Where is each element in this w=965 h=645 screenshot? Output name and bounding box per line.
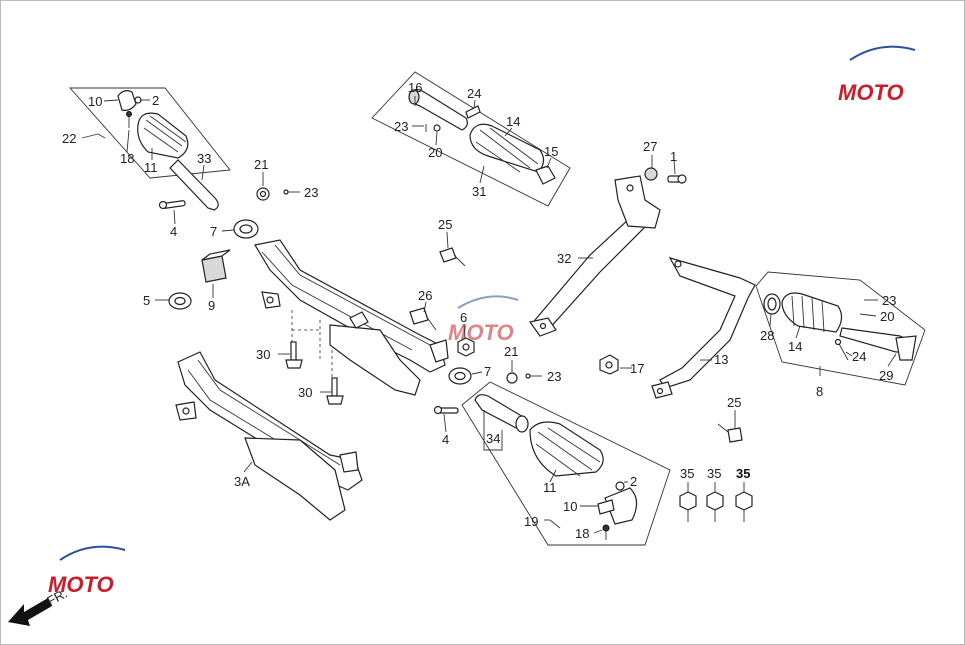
footpeg-rubber-11b bbox=[529, 421, 604, 477]
label-part-11b: 11 bbox=[543, 480, 557, 495]
label-part-2a: 2 bbox=[152, 93, 159, 108]
footpeg-rubber-14b bbox=[781, 292, 843, 333]
label-part-34: 34 bbox=[486, 431, 500, 446]
label-part-20b: 20 bbox=[880, 309, 894, 324]
footpeg-bar-16 bbox=[408, 88, 468, 131]
nut-6 bbox=[457, 337, 475, 357]
washer-20a bbox=[433, 124, 441, 132]
label-part-20a: 20 bbox=[428, 145, 442, 160]
group-box-22 bbox=[68, 87, 231, 179]
label-part-25b: 25 bbox=[727, 395, 741, 410]
label-part-7b: 7 bbox=[484, 364, 491, 379]
label-part-22: 22 bbox=[62, 131, 76, 146]
footpeg-bar-33 bbox=[169, 159, 219, 211]
pin-1 bbox=[667, 174, 687, 184]
label-part-9: 9 bbox=[208, 298, 215, 313]
label-part-15: 15 bbox=[544, 144, 558, 159]
svg-text:MOTO: MOTO bbox=[838, 80, 904, 105]
rubber-block-9 bbox=[201, 249, 231, 283]
label-part-32: 32 bbox=[557, 251, 571, 266]
label-part-7a: 7 bbox=[210, 224, 217, 239]
washer-20b bbox=[859, 313, 877, 317]
watermark-logo-center: MOTO bbox=[448, 295, 519, 345]
label-part-2b: 2 bbox=[630, 474, 637, 489]
label-part-3a: 3A bbox=[234, 474, 250, 489]
label-part-10a: 10 bbox=[88, 94, 102, 109]
label-part-35a: 35 bbox=[680, 466, 694, 481]
label-part-29: 29 bbox=[879, 368, 893, 383]
svg-text:MOTO: MOTO bbox=[48, 572, 114, 597]
label-part-13: 13 bbox=[714, 352, 728, 367]
nut-17 bbox=[599, 354, 619, 375]
label-part-27: 27 bbox=[643, 139, 657, 154]
label-part-6: 6 bbox=[460, 310, 467, 325]
label-part-8: 8 bbox=[816, 384, 823, 399]
label-part-18b: 18 bbox=[575, 526, 589, 541]
label-part-16: 16 bbox=[408, 80, 422, 95]
label-part-23b: 23 bbox=[394, 119, 408, 134]
label-part-10b: 10 bbox=[563, 499, 577, 514]
label-part-24b: 24 bbox=[852, 349, 866, 364]
group-box-19 bbox=[461, 381, 671, 546]
footpeg-rubber-14a bbox=[469, 123, 545, 173]
pin-4b bbox=[433, 405, 459, 415]
label-part-17: 17 bbox=[630, 361, 644, 376]
footpeg-rubber-11a bbox=[137, 112, 189, 159]
footpeg-bracket-10b bbox=[597, 487, 638, 525]
label-part-31: 31 bbox=[472, 184, 486, 199]
pin-4a bbox=[158, 200, 186, 210]
label-part-23c: 23 bbox=[547, 369, 561, 384]
footrest-bracket-3a bbox=[175, 351, 363, 521]
label-part-21b: 21 bbox=[504, 344, 518, 359]
clip-15 bbox=[535, 165, 556, 185]
bolt-30b bbox=[326, 377, 344, 405]
label-part-5: 5 bbox=[143, 293, 150, 308]
footpeg-bar-34 bbox=[474, 394, 529, 433]
watermark-logo-top-right: MOTO bbox=[838, 45, 916, 105]
label-part-28: 28 bbox=[760, 328, 774, 343]
bolt-18a bbox=[126, 111, 132, 128]
label-part-35b: 35 bbox=[707, 466, 721, 481]
bolt-25a bbox=[439, 247, 466, 267]
watermark-logo-bottom-left: MOTO bbox=[48, 545, 126, 597]
label-part-21a: 21 bbox=[254, 157, 268, 172]
footpeg-bracket-10a bbox=[117, 90, 137, 111]
label-part-24a: 24 bbox=[467, 86, 481, 101]
label-part-4a: 4 bbox=[170, 224, 177, 239]
bolt-26 bbox=[409, 307, 437, 331]
label-part-18a: 18 bbox=[120, 151, 134, 166]
footpeg-bar-29 bbox=[839, 327, 917, 361]
label-part-14b: 14 bbox=[788, 339, 802, 354]
label-part-26: 26 bbox=[418, 288, 432, 303]
label-part-30a: 30 bbox=[256, 347, 270, 362]
bolt-18b bbox=[602, 524, 610, 540]
label-part-35c: 35 bbox=[736, 466, 750, 481]
clip-28 bbox=[763, 293, 781, 315]
label-part-19: 19 bbox=[524, 514, 538, 529]
pin-24b bbox=[834, 338, 849, 361]
bolt-25b bbox=[717, 423, 743, 443]
stand-arm-32 bbox=[528, 175, 661, 337]
label-part-23a: 23 bbox=[304, 185, 318, 200]
svg-text:MOTO: MOTO bbox=[448, 320, 514, 345]
cotter-pin-23a bbox=[283, 189, 300, 195]
bolt-30a bbox=[285, 341, 303, 369]
label-part-4b: 4 bbox=[442, 432, 449, 447]
label-part-30b: 30 bbox=[298, 385, 312, 400]
label-part-33: 33 bbox=[197, 151, 211, 166]
group-box-8 bbox=[755, 271, 926, 386]
label-part-11a: 11 bbox=[144, 160, 158, 175]
label-part-14a: 14 bbox=[506, 114, 520, 129]
label-part-23d: 23 bbox=[882, 293, 896, 308]
bushing-2b bbox=[615, 481, 625, 491]
footrest-bracket-main bbox=[254, 239, 449, 396]
label-part-1: 1 bbox=[670, 149, 677, 164]
spring-hook-27 bbox=[644, 167, 658, 181]
washer-21b bbox=[506, 372, 518, 384]
label-part-25a: 25 bbox=[438, 217, 452, 232]
group-box-31 bbox=[371, 71, 571, 207]
cotter-pin-23c bbox=[525, 373, 542, 379]
stand-arm-13 bbox=[651, 257, 756, 399]
